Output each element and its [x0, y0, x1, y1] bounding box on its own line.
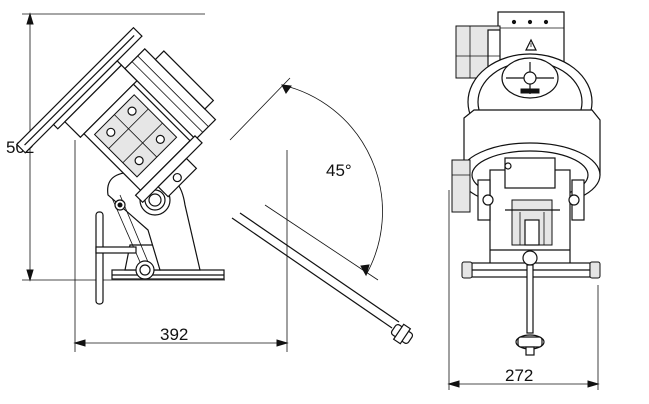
angle-label: 45°	[326, 161, 352, 180]
angle-dimension: 45°	[229, 77, 383, 281]
side-width-label: 392	[160, 325, 188, 344]
drive-motor	[455, 25, 501, 79]
front-width-label: 272	[505, 366, 533, 385]
side-view: 502 392 45°	[6, 12, 414, 352]
front-width-dimension: 272	[447, 190, 600, 390]
front-handwheel	[515, 250, 545, 356]
clamp-handle	[95, 211, 137, 305]
turntable-assembly	[15, 26, 217, 204]
handwheel-shaft	[231, 212, 414, 345]
front-view: 272	[447, 11, 601, 390]
column-block	[477, 157, 585, 266]
side-width-dimension: 392	[73, 140, 289, 352]
